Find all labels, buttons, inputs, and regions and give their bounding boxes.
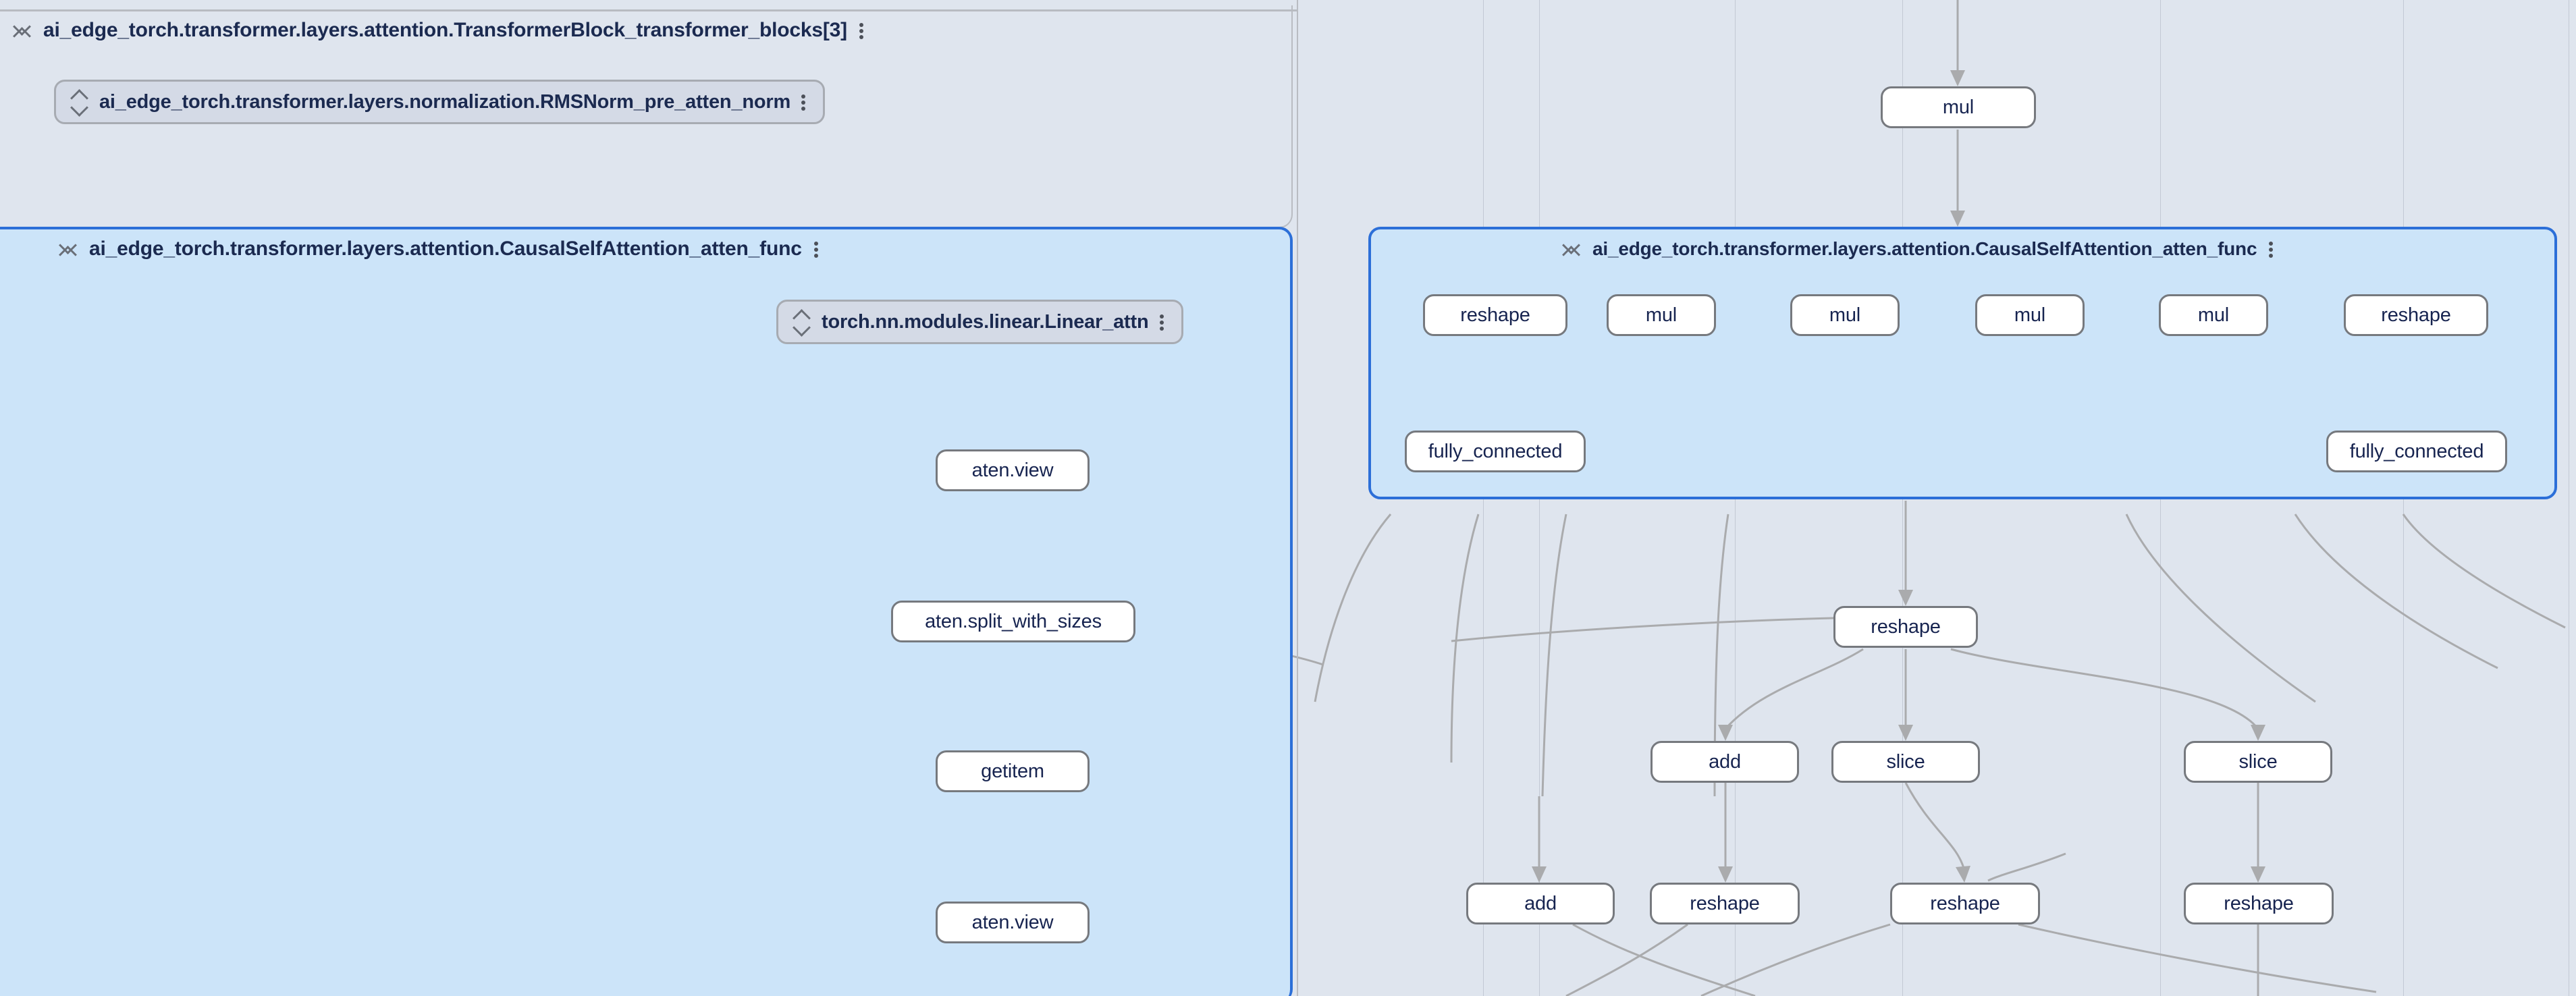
op-node-label: add (1524, 892, 1557, 914)
op-node-label: getitem (981, 760, 1044, 782)
op-node-label: aten.split_with_sizes (925, 610, 1102, 632)
op-node-label: fully_connected (1428, 440, 1563, 462)
op-node-label: reshape (1930, 892, 2000, 914)
group-label-causal-self-attention-right: ai_edge_torch.transformer.layers.attenti… (1592, 238, 2257, 259)
op-node-label: reshape (1871, 615, 1941, 638)
op-node-label: aten.view (971, 911, 1054, 933)
op-node-fully-connected-1[interactable]: fully_connected (1405, 431, 1586, 472)
module-label-linear-attn: torch.nn.modules.linear.Linear_attn (822, 310, 1149, 333)
panel-divider[interactable] (1297, 0, 1298, 996)
module-pill-rmsnorm-pre-atten-norm[interactable]: ai_edge_torch.transformer.layers.normali… (54, 80, 826, 124)
op-node-reshape-a[interactable]: reshape (1423, 294, 1567, 336)
op-node-label: slice (1886, 750, 1925, 773)
module-label-rmsnorm: ai_edge_torch.transformer.layers.normali… (99, 90, 791, 113)
collapse-chevrons-icon[interactable] (14, 19, 31, 42)
op-node-label: reshape (2224, 892, 2294, 914)
op-node-aten-split-with-sizes[interactable]: aten.split_with_sizes (891, 601, 1135, 642)
op-node-add-1[interactable]: add (1651, 741, 1799, 783)
group-header-causal-self-attention-left[interactable]: ai_edge_torch.transformer.layers.attenti… (59, 238, 821, 260)
op-node-label: aten.view (971, 459, 1054, 481)
group-label-causal-self-attention-left: ai_edge_torch.transformer.layers.attenti… (89, 238, 802, 260)
op-node-reshape-c[interactable]: reshape (1833, 606, 1978, 648)
op-node-slice-2[interactable]: slice (2184, 741, 2332, 783)
op-node-label: mul (1645, 304, 1678, 326)
module-pill-linear-attn[interactable]: torch.nn.modules.linear.Linear_attn (776, 300, 1183, 344)
op-node-label: fully_connected (2349, 440, 2484, 462)
op-node-fully-connected-2[interactable]: fully_connected (2326, 431, 2507, 472)
collapse-chevrons-icon[interactable] (1563, 238, 1580, 260)
op-node-slice-1[interactable]: slice (1831, 741, 1980, 783)
expand-chevrons-icon[interactable] (793, 310, 811, 333)
group-header-causal-self-attention-right[interactable]: ai_edge_torch.transformer.layers.attenti… (1563, 238, 2276, 260)
op-node-aten-view[interactable]: aten.view (936, 449, 1090, 491)
group-header-transformer-block[interactable]: ai_edge_torch.transformer.layers.attenti… (14, 19, 866, 42)
op-node-mul-top[interactable]: mul (1881, 86, 2036, 128)
more-vertical-icon[interactable] (813, 238, 821, 260)
op-node-label: mul (1829, 304, 1861, 326)
op-node-aten-view-2[interactable]: aten.view (936, 902, 1090, 943)
top-divider (0, 9, 1297, 11)
op-node-label: mul (2197, 304, 2230, 326)
op-node-label: reshape (1460, 304, 1530, 326)
op-node-reshape-e[interactable]: reshape (1890, 883, 2040, 924)
op-node-label: reshape (1690, 892, 1760, 914)
collapse-chevrons-icon[interactable] (59, 238, 77, 260)
more-vertical-icon[interactable] (859, 19, 866, 42)
expand-chevrons-icon[interactable] (71, 90, 88, 113)
op-node-label: mul (2014, 304, 2046, 326)
op-node-label: slice (2238, 750, 2278, 773)
op-node-label: add (1709, 750, 1741, 773)
op-node-getitem[interactable]: getitem (936, 750, 1090, 792)
op-node-label: mul (1942, 96, 1975, 118)
op-node-mul-3[interactable]: mul (1975, 294, 2085, 336)
more-vertical-icon[interactable] (1159, 310, 1166, 333)
op-node-reshape-b[interactable]: reshape (2344, 294, 2488, 336)
more-vertical-icon[interactable] (2269, 238, 2276, 260)
op-node-mul-2[interactable]: mul (1790, 294, 1900, 336)
op-node-mul-1[interactable]: mul (1607, 294, 1716, 336)
op-node-reshape-f[interactable]: reshape (2184, 883, 2334, 924)
op-node-reshape-d[interactable]: reshape (1650, 883, 1800, 924)
op-node-mul-4[interactable]: mul (2159, 294, 2268, 336)
op-node-add-2[interactable]: add (1466, 883, 1615, 924)
op-node-label: reshape (2381, 304, 2451, 326)
group-label-transformer-block: ai_edge_torch.transformer.layers.attenti… (43, 19, 847, 41)
more-vertical-icon[interactable] (801, 90, 808, 113)
